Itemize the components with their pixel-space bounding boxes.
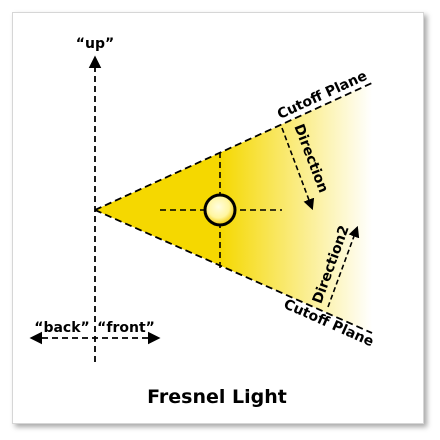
front-label: “front” — [97, 320, 155, 336]
light-bulb — [203, 193, 237, 227]
cutoff-plane-bottom-line — [94, 209, 373, 334]
up-label: “up” — [76, 36, 114, 52]
back-label: “back” — [34, 320, 89, 336]
cutoff-plane-top-line — [94, 82, 373, 211]
figure-caption: Fresnel Light — [147, 386, 287, 408]
direction2-arrow — [327, 225, 360, 308]
direction-arrow — [281, 127, 315, 211]
